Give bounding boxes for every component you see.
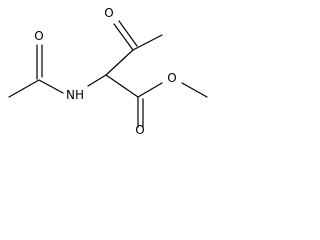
- bond-acetyl-to-nitrogen: [38, 79, 64, 94]
- bond-ketone-carbonyl-outer: [113, 23, 134, 51]
- acetyl-oxygen-label: O: [34, 29, 43, 43]
- bond-alpha-to-ester-carbon: [105, 74, 139, 98]
- bond-ester-oxygen-to-methyl: [181, 82, 208, 98]
- ester-oxygen-label: O: [167, 71, 176, 85]
- chemical-structure-diagram: O NH O O O: [8, 6, 208, 137]
- amide-nitrogen-label: NH: [66, 88, 84, 102]
- bond-acetyl-methyl: [8, 79, 40, 98]
- bond-ester-carbon-to-oxygen: [137, 82, 163, 98]
- bond-ketone-methyl: [132, 34, 163, 51]
- bond-ketone-carbonyl-inner: [118, 20, 138, 47]
- bond-alpha-to-ketone-carbon: [105, 49, 134, 76]
- ketone-oxygen-label: O: [104, 6, 113, 20]
- ester-carbonyl-oxygen-label: O: [135, 123, 144, 137]
- bond-nitrogen-to-alpha-carbon: [87, 74, 107, 87]
